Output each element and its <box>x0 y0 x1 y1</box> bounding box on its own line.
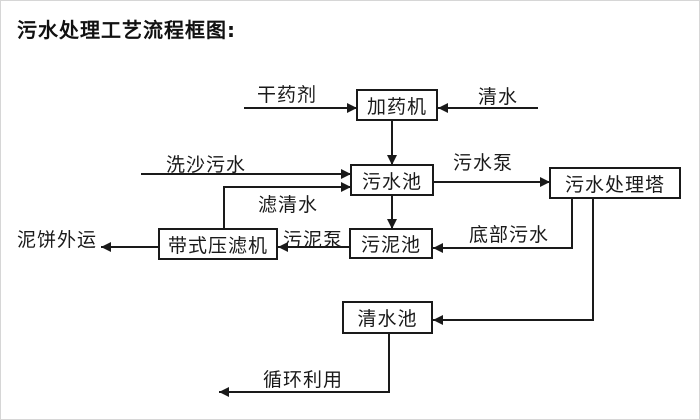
edge-sewage-pump <box>434 181 549 183</box>
edge-bottom-sewage-h-arrowhead-icon <box>433 242 443 253</box>
label-sand-washing-sewage: 洗沙污水 <box>166 154 247 176</box>
edge-recycle <box>219 391 390 393</box>
edge-sand-washing <box>141 173 350 175</box>
label-clean-water: 清水 <box>478 86 519 108</box>
edge-clean-pool-down <box>388 334 390 391</box>
edge-dry-agent <box>244 107 356 109</box>
edge-dosing-to-sewage-arrowhead-icon <box>386 155 397 165</box>
node-label-belt-filter-press: 带式压滤机 <box>167 234 268 257</box>
edge-sludge-pump-arrowhead-icon <box>278 241 288 252</box>
node-label-sewage-treatment-tower: 污水处理塔 <box>564 173 665 196</box>
label-sludge-pump: 污泥泵 <box>283 229 344 251</box>
edge-sand-washing-arrowhead-icon <box>341 168 351 179</box>
edge-tower-to-clean-h <box>433 319 594 321</box>
label-filtered-water: 滤清水 <box>258 194 319 216</box>
edge-tower-to-clean-v <box>592 199 594 319</box>
edge-bottom-sewage-h <box>433 247 573 249</box>
node-sewage-pool: 污水池 <box>350 164 434 196</box>
node-label-sludge-pool: 污泥池 <box>360 234 421 256</box>
edge-filtered-water-v <box>223 186 225 228</box>
edge-filtered-water-h-arrowhead-icon <box>341 181 351 192</box>
node-sludge-pool: 污泥池 <box>349 228 433 259</box>
node-label-clean-water-pool: 清水池 <box>357 308 418 330</box>
edge-sewage-pump-arrowhead-icon <box>540 176 550 187</box>
edge-sewage-to-sludge <box>391 196 393 228</box>
edge-sludge-pump <box>278 246 349 248</box>
node-sewage-treatment-tower: 污水处理塔 <box>549 167 681 199</box>
edge-mud-cake-out <box>101 246 158 248</box>
label-mud-cake-out: 泥饼外运 <box>17 229 98 251</box>
edge-mud-cake-out-arrowhead-icon <box>101 241 111 252</box>
label-sewage-pump: 污水泵 <box>453 152 514 174</box>
node-dosing-machine: 加药机 <box>356 89 438 121</box>
edge-bottom-sewage-v <box>571 199 573 247</box>
edge-dosing-to-sewage <box>391 121 393 164</box>
node-belt-filter-press: 带式压滤机 <box>158 228 278 260</box>
edge-sewage-to-sludge-arrowhead-icon <box>386 219 397 229</box>
label-dry-agent: 干药剂 <box>257 84 318 106</box>
edge-recycle-arrowhead-icon <box>219 386 229 397</box>
node-label-dosing-machine: 加药机 <box>366 95 427 118</box>
page-title: 污水处理工艺流程框图: <box>17 18 236 42</box>
edge-dry-agent-arrowhead-icon <box>347 102 357 113</box>
label-recycle: 循环利用 <box>263 369 344 391</box>
edge-filtered-water-h <box>223 186 350 188</box>
edge-clean-water-arrowhead-icon <box>438 102 448 113</box>
node-label-sewage-pool: 污水池 <box>361 170 422 193</box>
edge-tower-to-clean-h-arrowhead-icon <box>433 314 443 325</box>
edge-clean-water <box>438 107 538 109</box>
node-clean-water-pool: 清水池 <box>342 301 433 334</box>
label-bottom-sewage: 底部污水 <box>469 224 550 246</box>
